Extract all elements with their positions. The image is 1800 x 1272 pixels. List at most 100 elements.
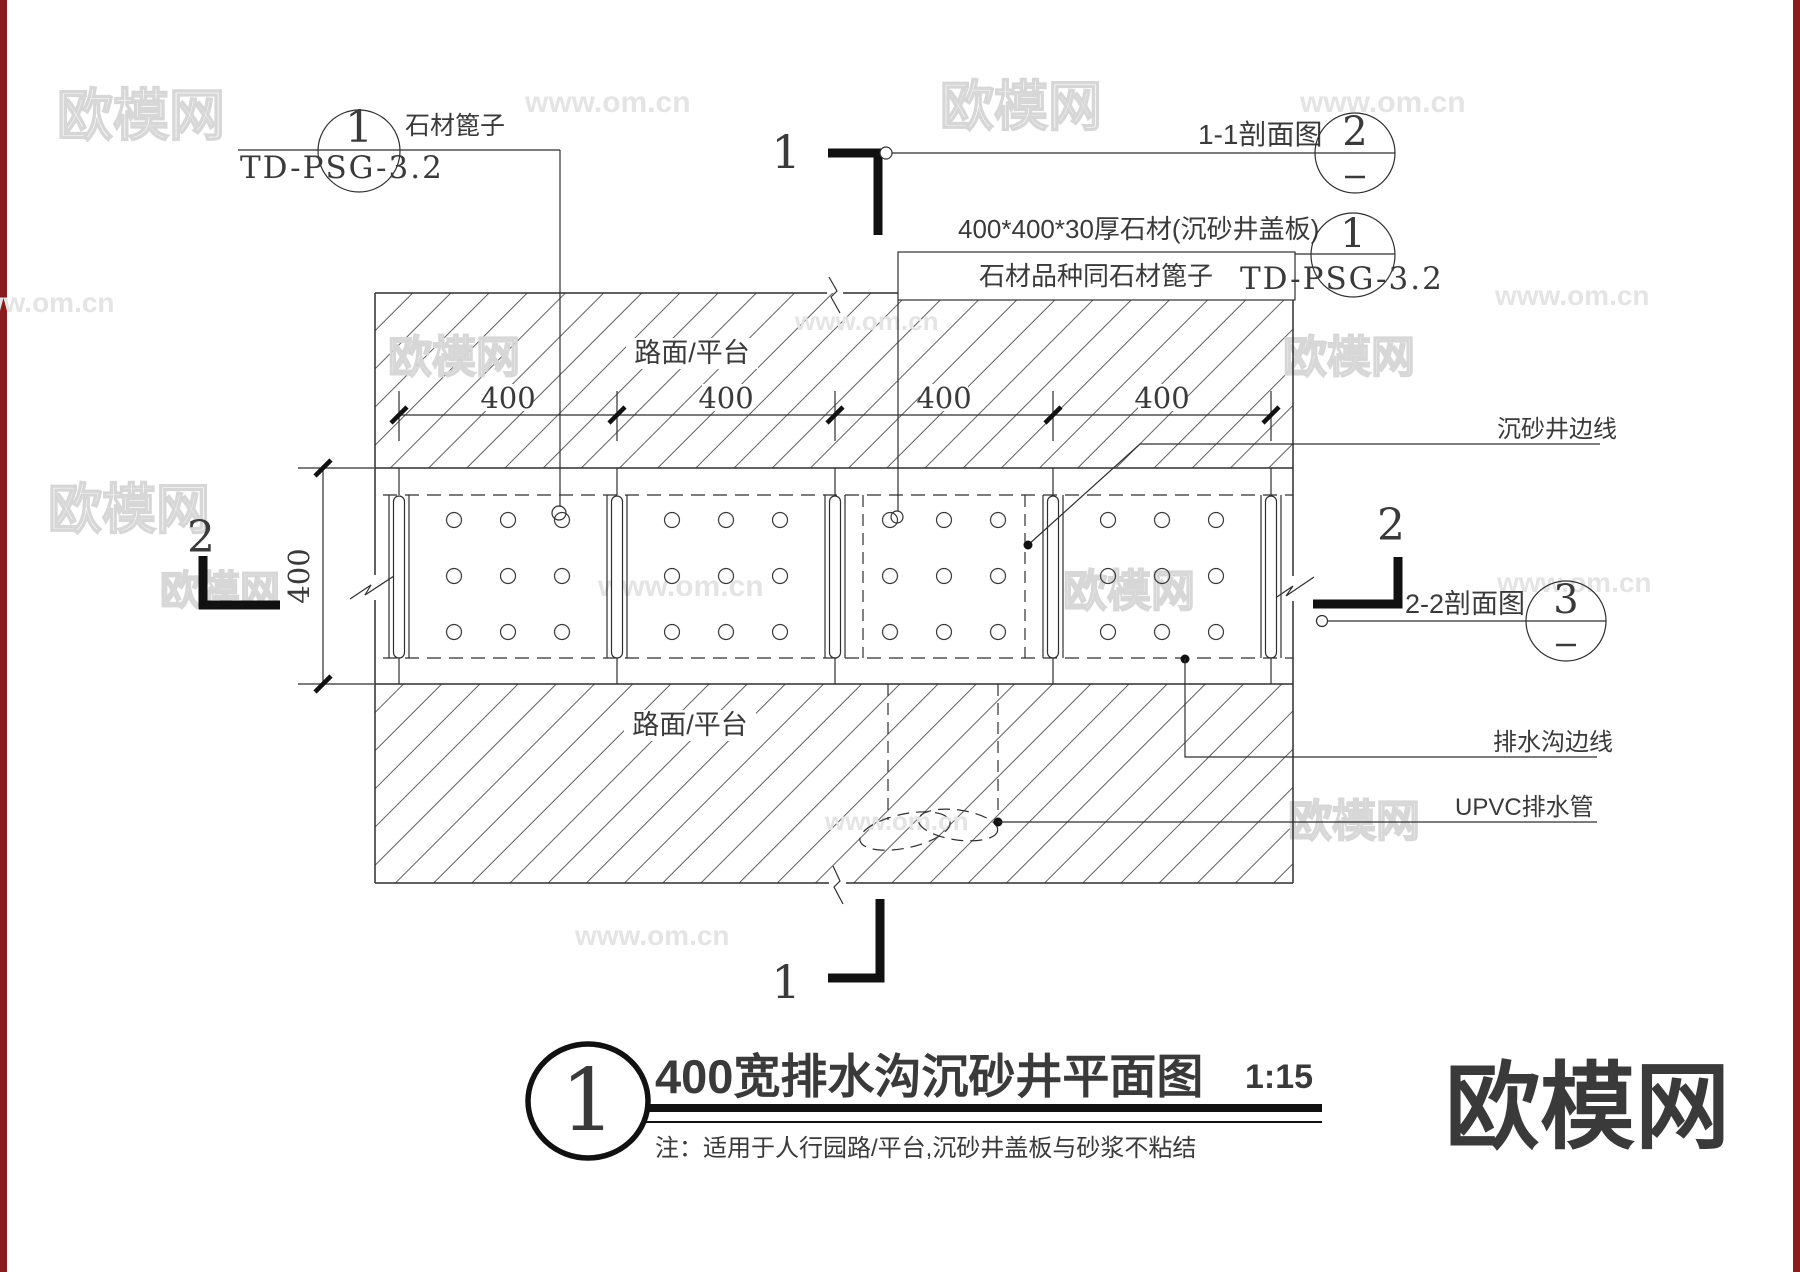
dim-400-vertical: 400 <box>282 548 316 603</box>
watermark-brand: 欧模网 <box>57 84 225 147</box>
dim-400-3: 400 <box>916 381 971 415</box>
grate-hole <box>553 623 571 641</box>
pipe-bend-ellipse <box>917 808 999 842</box>
section-marker-1-bottom: 1 <box>771 899 885 1009</box>
title-bubble-number: 1 <box>561 1051 616 1151</box>
detail-bubble <box>1310 212 1396 298</box>
watermark-url: www.om.cn <box>794 306 939 336</box>
grate-hole <box>1099 567 1117 585</box>
upvc-pipe <box>859 684 999 851</box>
section-number-right: 2 <box>1377 500 1405 551</box>
leader-end-circle <box>551 505 567 521</box>
stone-type-note-box <box>897 251 1296 301</box>
dim-400-1: 400 <box>480 381 535 415</box>
section-leader-circle <box>879 146 893 160</box>
grate-hole <box>771 567 789 585</box>
pavement-hatch-bottom <box>375 684 1293 883</box>
title-block: 1 400宽排水沟沉砂井平面图 1:15 注：适用于人行园路/平台,沉砂井盖板与… <box>525 1041 1322 1162</box>
dimension-horizontal: 400 400 400 400 <box>389 381 1281 441</box>
grate-slots <box>392 495 1278 659</box>
grate-hole <box>717 511 735 529</box>
edge-bar-left <box>0 0 7 1272</box>
section-1-1-bubble <box>1314 112 1396 194</box>
upvc-pipe-callout: UPVC排水管 <box>993 794 1597 827</box>
section-leader-circle <box>1315 614 1329 628</box>
title-rule-thick <box>645 1104 1322 1112</box>
stone-grate-label: 石材篦子 <box>405 112 505 140</box>
om-logo: 欧模网 <box>1445 1055 1730 1161</box>
drain-edge-callout: 排水沟边线 <box>1180 654 1613 758</box>
grate-hole <box>935 567 953 585</box>
watermark-url: www.om.cn <box>824 806 969 836</box>
grate-hole <box>935 623 953 641</box>
grate-hole <box>881 567 899 585</box>
panel-joint-lines <box>388 468 1282 684</box>
dim-400-2: 400 <box>698 381 753 415</box>
sand-well-edge-label: 沉砂井边线 <box>1497 416 1617 443</box>
section-marker-1-top: 1 1-1剖面图 2 <box>771 109 1396 235</box>
dim-400-4: 400 <box>1134 381 1189 415</box>
watermark-url: www.om.cn <box>1496 567 1652 598</box>
grate-hole <box>717 567 735 585</box>
section-marker-2-left: 2 <box>187 512 280 610</box>
detail-code-top-left: TD-PSG-3.2 <box>240 150 444 186</box>
grate-hole <box>1207 511 1225 529</box>
cover-plate-callout: 400*400*30厚石材(沉砂井盖板) 石材品种同石材篦子 1 TD-PSG-… <box>890 211 1442 524</box>
grate-hole <box>1207 623 1225 641</box>
cover-plate-note: 400*400*30厚石材(沉砂井盖板) <box>958 214 1319 244</box>
section-1-1-bubble-number: 2 <box>1342 109 1367 155</box>
title-note: 注：适用于人行园路/平台,沉砂井盖板与砂浆不粘结 <box>655 1135 1196 1162</box>
grate-hole <box>1153 623 1171 641</box>
section-number-bottom: 1 <box>771 955 800 1009</box>
title-scale: 1:15 <box>1245 1058 1313 1096</box>
grate-hole <box>499 623 517 641</box>
grate-hole <box>1099 623 1117 641</box>
section-number-top: 1 <box>771 125 800 179</box>
grate-hole <box>935 511 953 529</box>
grate-hole <box>881 623 899 641</box>
grate-hole <box>881 511 899 529</box>
watermark-brand: 欧模网 <box>1283 333 1415 382</box>
title-text: 400宽排水沟沉砂井平面图 <box>655 1050 1203 1103</box>
leader-end-circle <box>890 510 904 524</box>
detail-bubble-number: 1 <box>345 102 373 153</box>
title-bubble <box>525 1041 651 1161</box>
grate-hole <box>717 623 735 641</box>
grate-hole <box>989 567 1007 585</box>
grate-hole <box>989 511 1007 529</box>
section-marker-2-right: 2 2-2剖面图 3 <box>1313 500 1607 662</box>
grate-hole <box>771 623 789 641</box>
grate-hole <box>553 511 571 529</box>
grate-hole <box>1099 511 1117 529</box>
grate-hole <box>1153 567 1171 585</box>
grate-hole <box>499 511 517 529</box>
edge-bar-right <box>1793 0 1800 1272</box>
pavement-hatch-top <box>375 293 1293 468</box>
watermark-brand: 欧模网 <box>940 77 1102 137</box>
grate-hole <box>445 567 463 585</box>
grate-hole <box>771 511 789 529</box>
sand-well-edge-callout: 沉砂井边线 <box>1023 416 1617 550</box>
watermark-url: www.om.cn <box>597 570 764 603</box>
watermark-url: www.om.cn <box>0 287 115 318</box>
stone-type-note: 石材品种同石材篦子 <box>979 261 1213 291</box>
watermark-brand: 欧模网 <box>48 480 210 540</box>
grate-holes <box>445 511 1225 641</box>
watermark-url: www.om.cn <box>1299 86 1466 119</box>
grate-hole <box>1153 511 1171 529</box>
dimension-vertical: 400 <box>282 458 374 694</box>
upvc-pipe-label: UPVC排水管 <box>1455 794 1594 821</box>
section-2-2-bubble-number: 3 <box>1553 577 1578 623</box>
grate-hole <box>445 623 463 641</box>
detail-callout-top-left: 1 石材篦子 TD-PSG-3.2 <box>238 102 567 521</box>
detail-bubble <box>317 109 401 193</box>
leader-dot <box>1023 540 1033 550</box>
section-1-1-label: 1-1剖面图 <box>1198 119 1322 150</box>
grate-hole <box>663 623 681 641</box>
watermark-url: www.om.cn <box>524 86 691 119</box>
grate-hole <box>553 567 571 585</box>
watermark-url: www.om.cn <box>1494 280 1650 311</box>
grate-hole <box>989 623 1007 641</box>
section-2-2-label: 2-2剖面图 <box>1405 589 1525 619</box>
